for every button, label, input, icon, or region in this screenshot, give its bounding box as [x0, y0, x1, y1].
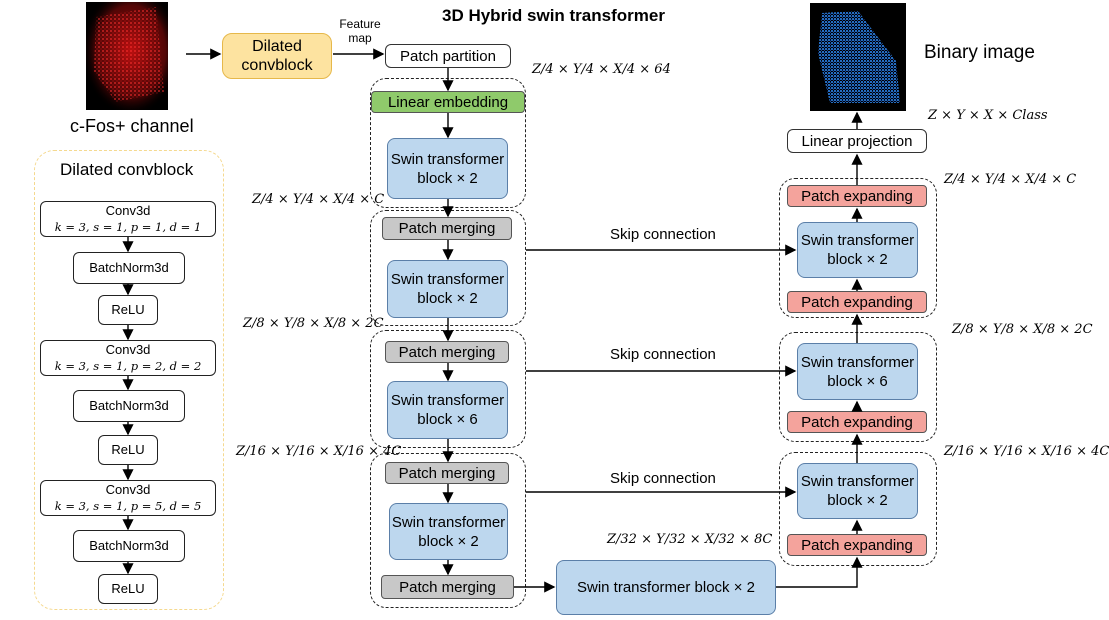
dim-encoder-3: Z/8 × Y/8 × X/8 × 2C: [243, 316, 384, 331]
skip-connection-label-1: Skip connection: [610, 226, 716, 243]
encoder-swin-block-4: Swin transformer block × 2: [389, 503, 508, 560]
dilated-convblock-panel: [34, 150, 224, 610]
batchnorm3d-layer-3: BatchNorm3d: [73, 530, 185, 562]
decoder-patch-expanding-1: Patch expanding: [787, 291, 927, 313]
dilated-convblock: Dilated convblock: [222, 33, 332, 79]
dilated-panel-title: Dilated convblock: [60, 160, 194, 179]
encoder-patch-merging-3: Patch merging: [385, 462, 509, 484]
bottleneck-swin-block: Swin transformer block × 2: [556, 560, 776, 615]
dim-encoder-2: Z/4 × Y/4 × X/4 × C: [252, 192, 385, 207]
encoder-swin-block-3: Swin transformer block × 6: [387, 381, 508, 439]
dim-decoder-1: Z/4 × Y/4 × X/4 × C: [944, 172, 1077, 187]
relu-layer-2: ReLU: [98, 435, 158, 465]
decoder-swin-block-3: Swin transformer block × 2: [797, 463, 918, 519]
feature-map-label: Feature map: [339, 17, 381, 45]
diagram-title: 3D Hybrid swin transformer: [442, 6, 665, 25]
dim-decoder-2: Z/8 × Y/8 × X/8 × 2C: [952, 322, 1093, 337]
encoder-patch-merging-4: Patch merging: [381, 575, 514, 599]
input-scan-image: [86, 2, 168, 110]
dim-bottleneck: Z/32 × Y/32 × X/32 × 8C: [607, 532, 773, 547]
skip-connection-label-2: Skip connection: [610, 346, 716, 363]
encoder-patch-merging-1: Patch merging: [382, 217, 512, 240]
linear-embedding: Linear embedding: [371, 91, 525, 113]
decoder-swin-block-1: Swin transformer block × 2: [797, 222, 918, 278]
encoder-swin-block-2: Swin transformer block × 2: [387, 260, 508, 318]
decoder-patch-expanding-top: Patch expanding: [787, 185, 927, 207]
dim-output: Z × Y × X × Class: [928, 108, 1048, 123]
batchnorm3d-layer-1: BatchNorm3d: [73, 252, 185, 284]
relu-layer-1: ReLU: [98, 295, 158, 325]
dim-encoder-4: Z/16 × Y/16 × X/16 × 4C: [236, 444, 402, 459]
relu-layer-3: ReLU: [98, 574, 158, 604]
output-caption: Binary image: [924, 42, 1035, 63]
decoder-patch-expanding-2: Patch expanding: [787, 411, 927, 433]
linear-projection: Linear projection: [787, 129, 927, 153]
output-binary-image: [810, 3, 906, 111]
input-caption: c-Fos+ channel: [70, 116, 194, 136]
encoder-swin-block-1: Swin transformer block × 2: [387, 138, 508, 199]
connector-arrows: [122, 48, 863, 593]
decoder-swin-block-2: Swin transformer block × 6: [797, 343, 918, 400]
patch-partition: Patch partition: [385, 44, 511, 68]
encoder-patch-merging-2: Patch merging: [385, 341, 509, 363]
dim-decoder-3: Z/16 × Y/16 × X/16 × 4C: [944, 444, 1109, 459]
dim-encoder-1: Z/4 × Y/4 × X/4 × 64: [532, 62, 671, 77]
skip-connection-label-3: Skip connection: [610, 470, 716, 487]
decoder-patch-expanding-3: Patch expanding: [787, 534, 927, 556]
batchnorm3d-layer-2: BatchNorm3d: [73, 390, 185, 422]
